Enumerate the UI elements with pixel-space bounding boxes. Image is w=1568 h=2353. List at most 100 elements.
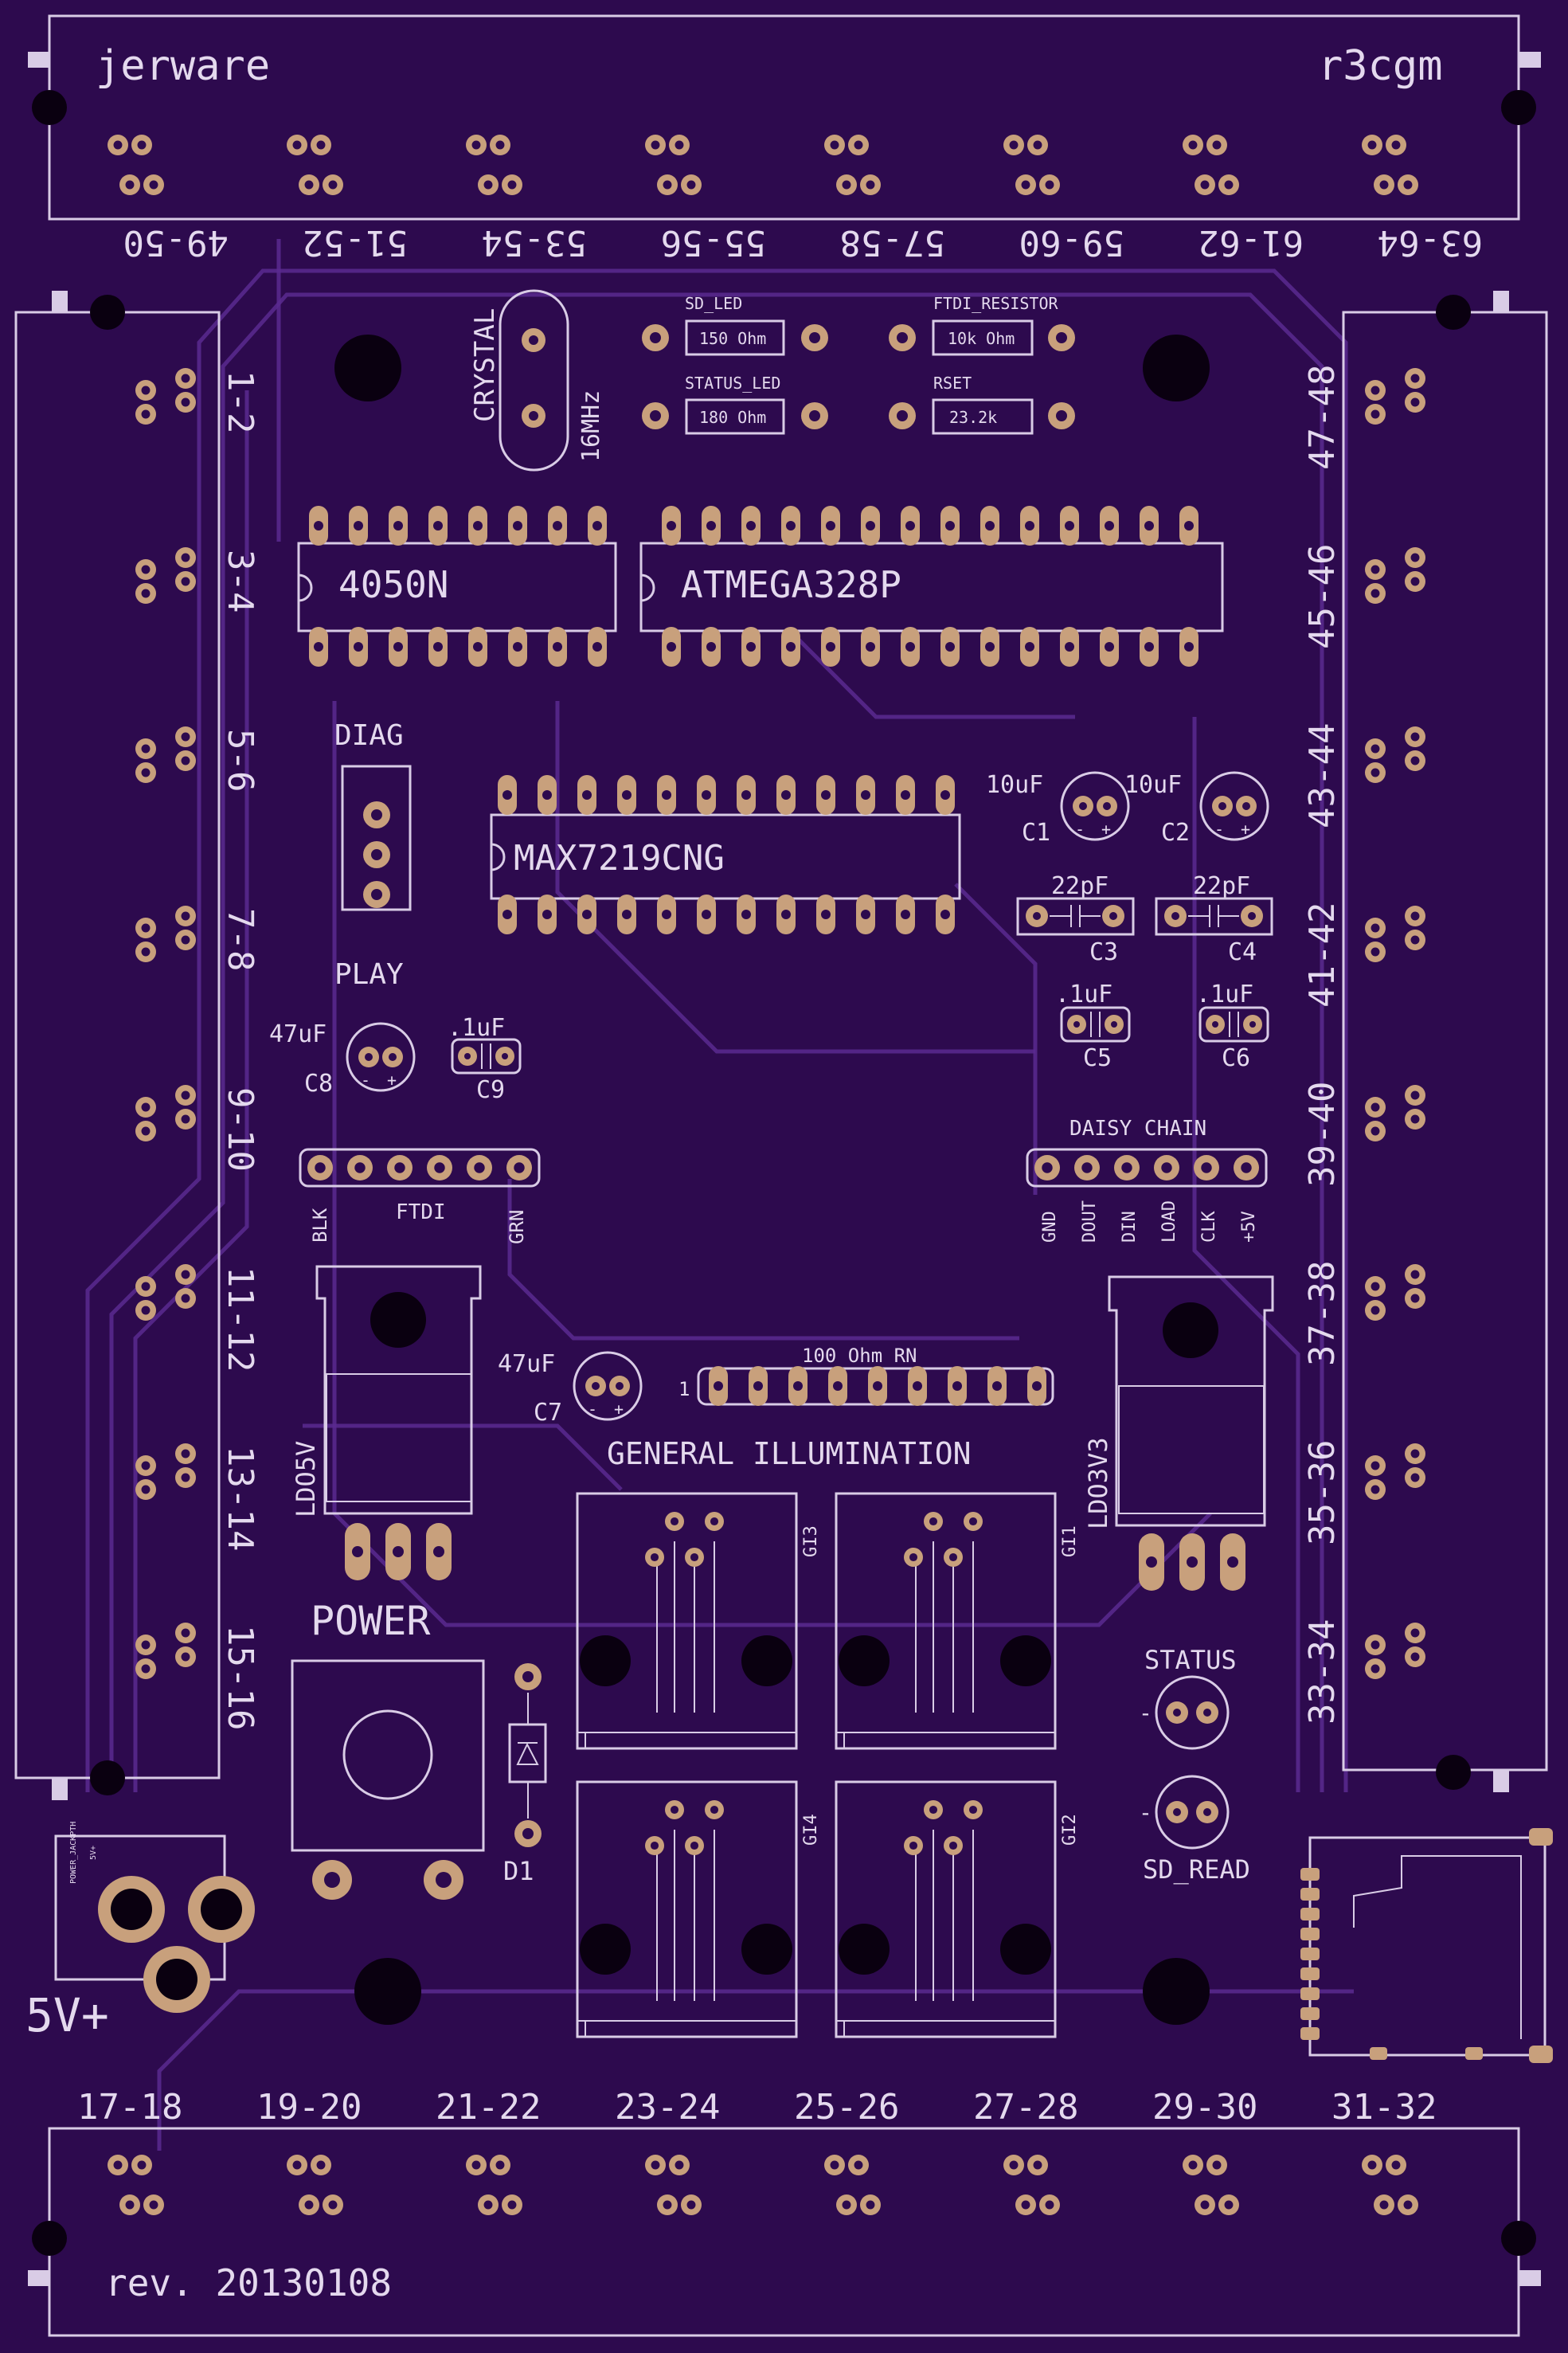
pad-drill (948, 1841, 958, 1850)
pad-drill (842, 180, 851, 190)
connector-label-top: 55-56 (661, 222, 766, 263)
pad-drill (502, 910, 512, 919)
svg-text:180 Ohm: 180 Ohm (699, 408, 766, 427)
pad-drill (1410, 1628, 1420, 1638)
svg-text:GRN: GRN (506, 1210, 528, 1244)
bottom-connector-pads (108, 2155, 1418, 2215)
pad-drill (582, 910, 592, 919)
pad-drill (141, 744, 151, 754)
connector-label-left: 3-4 (220, 550, 260, 613)
pad-drill (1032, 1381, 1042, 1391)
pad-drill (314, 521, 323, 531)
pad-drill (905, 521, 915, 531)
pad-drill (854, 140, 863, 150)
pad-drill (826, 642, 835, 652)
daisy-pin-label: GND (1040, 1211, 1060, 1243)
pad-drill (901, 910, 910, 919)
capacitor-c9: .1uF C9 (448, 1014, 522, 1104)
pad-drill (667, 521, 676, 531)
pad-drill (909, 1552, 918, 1562)
pad-drill (1371, 744, 1380, 754)
pad-drill (149, 180, 158, 190)
pad-drill (1200, 2200, 1210, 2210)
pad-drill (181, 1628, 190, 1638)
pad-drill (1379, 2200, 1389, 2210)
pad-drill (622, 910, 632, 919)
pad-drill (471, 140, 481, 150)
diode-d1: D1 (503, 1663, 547, 1886)
daisy-pin-label: DIN (1120, 1211, 1140, 1243)
sd-pin (1300, 1987, 1320, 2000)
pad-drill (292, 140, 302, 150)
pad-drill (495, 2160, 505, 2170)
mounting-hole (1143, 335, 1210, 401)
sd-card-socket (1308, 1828, 1553, 2063)
svg-text:DIAG: DIAG (334, 719, 404, 752)
pad-drill (181, 1090, 190, 1100)
pad-drill (1410, 1449, 1420, 1458)
pad-drill (675, 2160, 684, 2170)
svg-text:POWER: POWER (311, 1598, 431, 1644)
pad-drill (1410, 1090, 1420, 1100)
left-connector-block (14, 291, 221, 1800)
gi-mount-hole (839, 1924, 890, 1975)
pad-drill (502, 790, 512, 800)
pad-drill (1025, 521, 1034, 531)
pad-drill (1371, 1640, 1380, 1650)
svg-text:150 Ohm: 150 Ohm (699, 329, 766, 348)
sd-pin (1300, 2007, 1320, 2020)
pad-drill (393, 642, 403, 652)
svg-text:1: 1 (678, 1378, 690, 1400)
gi-title: GENERAL ILLUMINATION (607, 1436, 972, 1471)
pad-drill (141, 589, 151, 598)
pad-drill (1224, 180, 1234, 190)
pad-drill (662, 910, 671, 919)
svg-text:-: - (588, 1400, 597, 1419)
pad-drill (1410, 1652, 1420, 1662)
pad-drill (141, 1485, 151, 1494)
pad-drill (1371, 409, 1380, 419)
pad-drill (141, 1640, 151, 1650)
connector-label-right: 33-34 (1302, 1619, 1343, 1725)
svg-text:SD_LED: SD_LED (685, 294, 742, 313)
gi-mount-hole (741, 1924, 792, 1975)
svg-text:10k Ohm: 10k Ohm (948, 329, 1015, 348)
resistor-network-pins (709, 1366, 1046, 1406)
pad-drill (1009, 140, 1019, 150)
svg-text:+: + (1241, 820, 1250, 839)
pad-drill (141, 1461, 151, 1470)
gi-mount-hole (1000, 1924, 1051, 1975)
daisy-pin-label: CLK (1199, 1211, 1219, 1243)
connector-label-top: 53-54 (482, 222, 587, 263)
pad-drill (507, 2200, 517, 2210)
pad-drill (542, 790, 552, 800)
svg-text:.1uF: .1uF (448, 1014, 505, 1042)
pad-drill (181, 1449, 190, 1458)
svg-text:MAX7219CNG: MAX7219CNG (514, 838, 725, 879)
gi-name: GI1 (1060, 1525, 1080, 1557)
svg-text:5V+: 5V+ (89, 1846, 98, 1860)
pad-drill (473, 642, 483, 652)
pad-drill (866, 2200, 875, 2210)
capacitor-c1: 10uF - + C1 (986, 771, 1130, 847)
pad-drill (1410, 935, 1420, 945)
pad-drill (1410, 732, 1420, 742)
pad-drill (1371, 947, 1380, 957)
pad-drill (901, 790, 910, 800)
ic-max7219-pins (498, 775, 955, 934)
pad-drill (181, 911, 190, 921)
pad-drill (113, 140, 123, 150)
svg-text:C6: C6 (1222, 1044, 1250, 1072)
connector-label-right: 35-36 (1302, 1440, 1343, 1545)
pad-drill (1410, 756, 1420, 765)
diag-play-switch: DIAG PLAY (334, 719, 412, 991)
connector-label-left: 7-8 (220, 908, 260, 971)
pad-drill (1410, 374, 1420, 383)
pad-drill (706, 521, 716, 531)
pad-drill (985, 642, 995, 652)
svg-text:D1: D1 (503, 1856, 534, 1886)
pad-drill (393, 521, 403, 531)
crystal: CRYSTAL 16MHz (469, 289, 605, 472)
crystal-freq: 16MHz (577, 390, 605, 462)
